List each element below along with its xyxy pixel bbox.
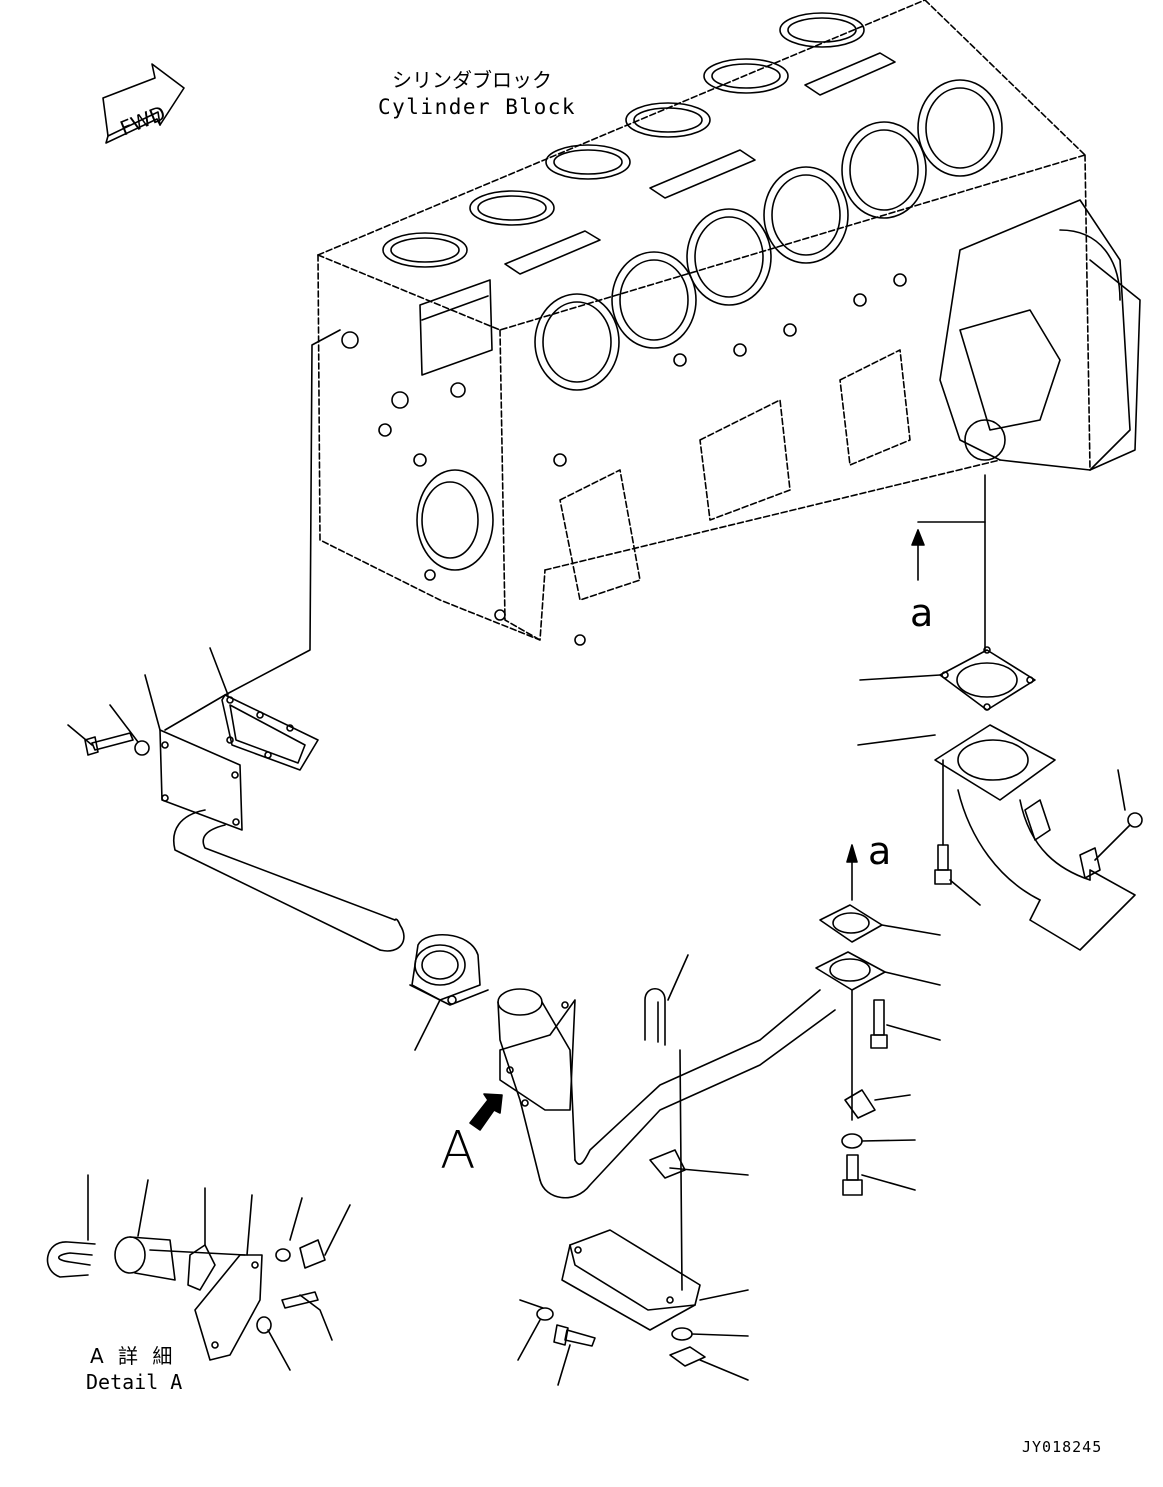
leader-to-block — [225, 330, 340, 695]
tailpipe-assembly — [498, 989, 835, 1198]
upper-flange-elbow — [858, 725, 1142, 950]
small-flange — [816, 952, 940, 990]
small-bracket — [845, 1090, 910, 1118]
left-gasket — [210, 648, 318, 770]
detail-a-view — [48, 1175, 350, 1370]
flange-bolt-upper — [935, 760, 980, 905]
cylinder-block-labels: シリンダブロック Cylinder Block — [378, 68, 576, 119]
detail-label-jp: A 詳 細 — [90, 1344, 176, 1368]
cylinder-block — [318, 0, 1140, 645]
drawing-code: JY018245 — [1022, 1438, 1102, 1456]
leader-flange-link — [165, 695, 225, 730]
view-label-a-mid: a — [868, 829, 891, 873]
fwd-arrow-icon: FWD — [103, 64, 184, 143]
cylinder-block-label-jp: シリンダブロック — [392, 68, 552, 92]
left-pipe — [174, 810, 404, 951]
left-bolt-washer — [68, 705, 149, 755]
bottom-fasteners — [518, 1300, 748, 1385]
small-gasket — [820, 905, 940, 942]
upper-gasket — [860, 647, 1035, 710]
view-arrow-a-top: a — [910, 522, 985, 635]
fwd-label: FWD — [117, 101, 169, 141]
detail-a-caption: A 詳 細 Detail A — [86, 1344, 182, 1394]
bolt-right — [843, 1155, 915, 1195]
cylinder-block-label-en: Cylinder Block — [378, 95, 576, 119]
u-bolt-middle — [645, 955, 688, 1290]
bottom-bracket — [562, 1230, 748, 1330]
view-arrow-a-mid: a — [847, 829, 891, 900]
left-pipe-flange — [145, 675, 242, 830]
view-label-a-top: a — [910, 591, 933, 635]
detail-arrow-a: A — [440, 1094, 502, 1181]
flange-bolt-lower — [871, 1000, 940, 1048]
detail-label-en: Detail A — [86, 1370, 182, 1394]
washer-right — [842, 1134, 915, 1148]
pipe-clamp — [410, 935, 488, 1050]
detail-arrow-label: A — [440, 1121, 476, 1181]
